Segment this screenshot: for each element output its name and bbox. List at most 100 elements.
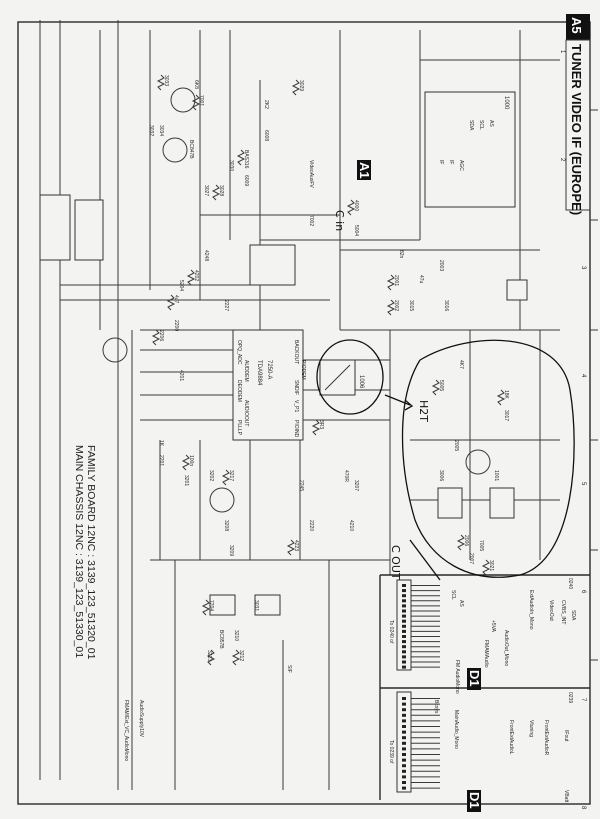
transistor-7204 [209,487,235,513]
component-label: 4201 [178,370,184,381]
component-label: 3030 [228,160,234,171]
grid-col-label: 4 [580,374,586,378]
grid-col-label: 2 [559,158,565,162]
sheet-title: A5 TUNER VIDEO IF (EUROPE) [565,14,591,215]
resistor-symbol [481,559,491,576]
component-label: 3207 [353,480,359,491]
block-5001 [74,199,104,261]
resistor-symbol [211,184,221,201]
transistor-7002 [162,137,188,163]
component-label: 3201 [183,475,189,486]
component-label: 3033 [163,75,169,86]
connector-pin [402,781,406,784]
component-label: 5005 [438,380,444,391]
resistor-symbol [156,74,166,91]
connector-pin [402,640,406,644]
component-label: 4000 [353,200,359,211]
connector-pin [402,753,406,756]
resistor-symbol [191,94,201,111]
component-label: 7204 [208,600,214,611]
connector-0240: D1 0240 To 0240 of [388,578,573,690]
tuner-pin: IF [448,160,454,164]
component-label: 3028 [218,185,224,196]
resistor-symbol [456,534,466,551]
component-label: 3032 [148,125,154,136]
ic-pin: PIODEM [300,360,306,380]
connector-pin [402,758,406,762]
net-label: FM AudioMono [454,660,460,694]
connector-pin [402,609,406,613]
resistor-symbol [291,79,301,96]
component-label: 18K [503,390,509,400]
net-label: +5VA [490,620,496,633]
component-label: 470R [343,470,349,482]
hand-c-in: C in [333,210,346,231]
connector-top-ref: 0240 [567,578,573,589]
connector-pin [402,741,406,745]
block-1003 [249,244,296,286]
net-label: Vtuning [528,720,534,737]
component-label: 3R3 [318,420,324,429]
transistor-7010 [506,279,528,301]
component-label: 3021 [488,560,494,571]
resistor-symbol [186,269,196,286]
saw-ref: 1006 [358,375,364,389]
net-label: MainAudio_Mono [453,710,459,749]
ic-pin: SNDIF [293,380,299,395]
component-label: 6K8 [193,80,199,89]
component-label: 82n [398,250,404,259]
handwritten-annotations: C in H2T C OUT [316,210,575,581]
component-label: 2006 [463,535,469,546]
connector-pin [402,708,406,712]
connector-bottom-ref: 0239 [567,692,573,703]
connector-pin [402,589,406,593]
component-label: 7001 [198,95,204,106]
filter-1005 [489,487,515,519]
connector-top-label: To 0240 of [388,620,394,644]
component-label: 6009 [243,175,249,186]
component-label: 3006 [438,470,444,481]
ic-pin: AUDDEM [243,360,249,382]
connector-pin [402,604,406,608]
ic-pin: BACKOUT [293,340,299,364]
hand-c-out: C OUT [389,545,402,580]
ic-pin: V_P1 [293,400,299,412]
grid-col-label: 6 [580,590,586,594]
component-label: 4u7 [173,295,179,304]
resistor-symbol [286,539,296,556]
component-label: BAS316 [243,150,249,169]
connector-pin [402,629,406,633]
component-label: 1001 [493,470,499,481]
connector-pin [402,650,406,654]
resistor-symbol [181,454,191,471]
component-label: 2007 [468,553,474,564]
net-label: CVBS_INT [560,600,566,624]
hand-circle-saw [316,339,384,415]
net-label: IFout [563,730,569,742]
component-label: 3217 [228,470,234,481]
net-label: FMAM/Ext_VC_AudioMono [123,700,129,761]
connector-pin [402,645,406,649]
component-label: 2001 [393,275,399,286]
resistor-symbol [151,329,161,346]
d1-top-label: D1 [467,670,482,687]
connector-pin [402,599,406,603]
connector-pin [402,725,406,728]
net-label: ExtAudioIn_Mono [528,590,534,630]
net-label: FrontExtAudioR [543,720,549,756]
sheet-border [17,21,591,805]
connector-pin [402,786,406,790]
tuner-pin: IF [438,160,444,164]
net-label: SDA [570,610,576,621]
net-label: VideoOut [548,600,554,621]
connector-pin [402,660,406,664]
block-7003 [39,194,71,261]
ic-pin: AUDIOOUT [243,400,249,426]
component-label: 3202 [208,470,214,481]
resistor-symbol [311,419,321,436]
connector-pin [402,719,406,723]
connector-bottom-label: To 0239 of [388,740,394,764]
resistor-symbol [221,469,231,486]
